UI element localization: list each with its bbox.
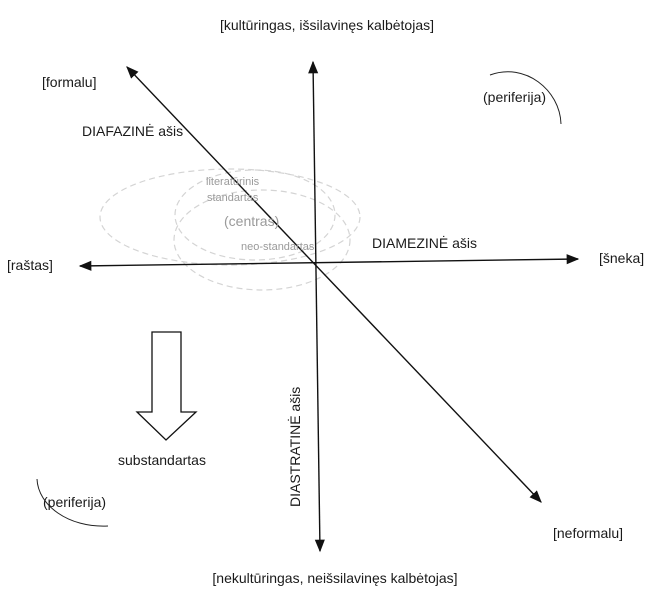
neo-standard-ellipse — [173, 189, 351, 291]
diastratine-axis-label: DIASTRATINĖ ašis — [286, 387, 303, 507]
neo-standard-label: neo-standartas — [241, 241, 315, 253]
left-writing-label: [raštas] — [7, 257, 53, 273]
periphery-top-label: (periferija) — [483, 89, 546, 105]
right-speech-label: [šneka] — [599, 250, 644, 266]
literary-standard-label-line2: standartas — [207, 192, 259, 204]
diafazine-axis-line — [126, 66, 542, 503]
periphery-arc-bottom — [36, 478, 109, 527]
informal-label: [neformalu] — [553, 525, 623, 541]
periphery-bottom-label: (periferija) — [43, 494, 106, 510]
diafazine-axis-label: DIAFAZINĖ ašis — [82, 122, 183, 139]
periphery-arc-top — [489, 71, 562, 125]
diamezine-axis-line — [78, 254, 580, 271]
bottom-speaker-label: [nekultūringas, neišsilavinęs kalbėtojas… — [212, 570, 457, 586]
diastratine-axis-line — [308, 60, 325, 553]
formal-label: [formalu] — [42, 74, 96, 90]
top-speaker-label: [kultūringas, išsilavinęs kalbėtojas] — [220, 17, 434, 33]
diamezine-axis-label: DIAMEZINĖ ašis — [372, 234, 477, 251]
center-label: (centras) — [224, 213, 279, 229]
substandard-down-arrow — [135, 331, 198, 441]
literary-standard-label-line1: literatūrinis — [206, 176, 260, 188]
substandard-label: substandartas — [118, 452, 206, 468]
